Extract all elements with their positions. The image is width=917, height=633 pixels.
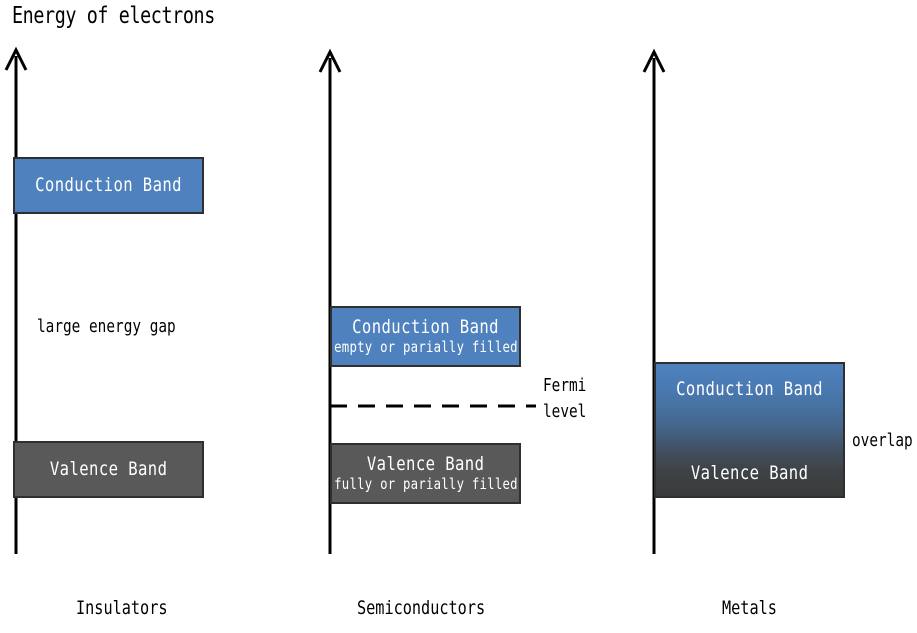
band-label: Valence Band: [49, 457, 168, 480]
fermi-level-label-line2: level: [543, 401, 587, 423]
insulators-valence-band: Valence Band: [13, 441, 204, 498]
figure-title: Energy of electrons: [12, 3, 215, 29]
column-caption-metals: Metals: [722, 597, 777, 619]
fermi-level-label-line1: Fermi: [543, 375, 587, 396]
insulators-conduction-band: Conduction Band: [13, 157, 204, 214]
band-sublabel: fully or parially filled: [333, 475, 518, 494]
column-caption-semiconductors: Semiconductors: [357, 597, 486, 619]
fermi-level-label: Fermi level: [543, 373, 586, 425]
semiconductors-valence-band: Valence Band fully or parially filled: [330, 443, 521, 504]
overlap-label: overlap: [852, 430, 913, 451]
metals-valence-band-label: Valence Band: [656, 462, 843, 484]
large-energy-gap-label: large energy gap: [37, 316, 176, 337]
semiconductors-conduction-band: Conduction Band empty or parially filled: [330, 306, 521, 367]
band-label: Conduction Band: [35, 173, 182, 196]
band-label: Valence Band: [366, 452, 485, 475]
band-label: Conduction Band: [676, 378, 823, 400]
metals-conduction-band-label: Conduction Band: [656, 378, 843, 400]
band-label: Conduction Band: [352, 315, 499, 338]
band-label: Valence Band: [690, 462, 809, 484]
metals-overlapping-bands: Conduction Band Valence Band: [654, 362, 845, 498]
band-sublabel: empty or parially filled: [333, 338, 518, 357]
column-caption-insulators: Insulators: [76, 597, 168, 619]
